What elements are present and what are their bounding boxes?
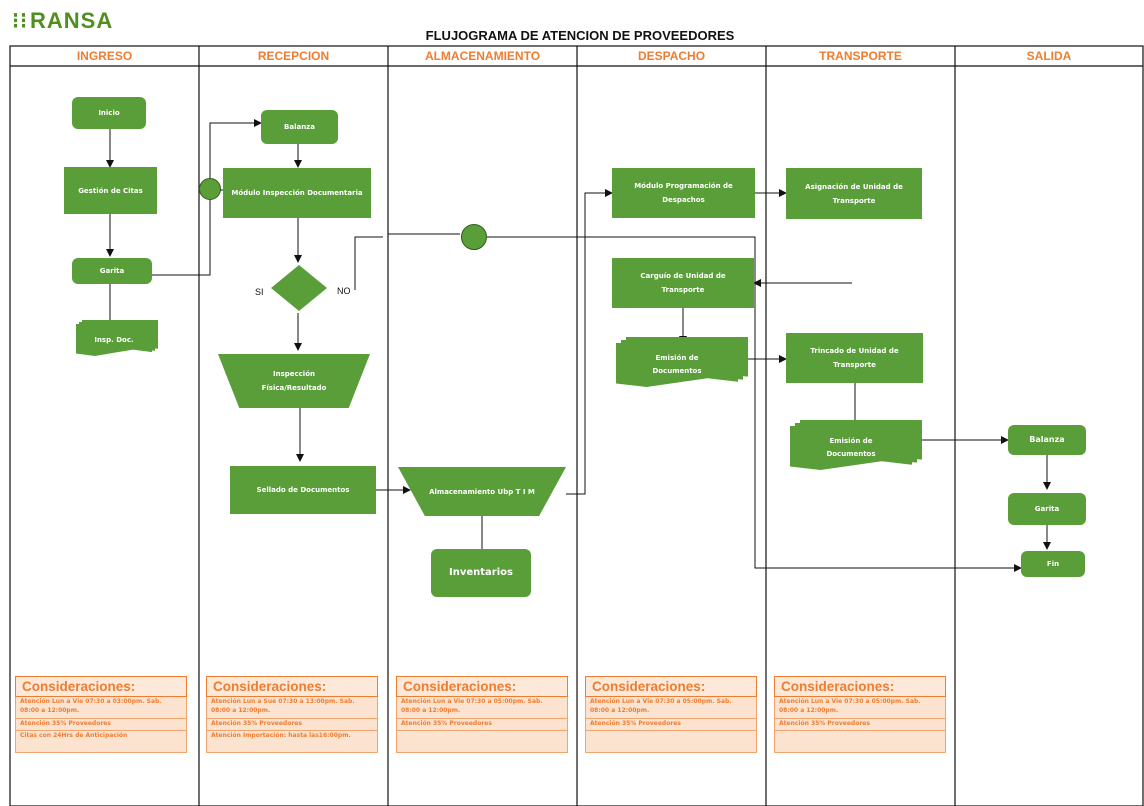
node-garita-ingreso: Garita <box>72 258 152 284</box>
lane-transporte: TRANSPORTE <box>819 49 902 63</box>
decision-yes-label: SI <box>255 287 264 297</box>
node-almacenamiento: Almacenamiento Ubp T I M <box>398 467 566 516</box>
node-garita-salida: Garita <box>1008 493 1086 525</box>
considerations-line: Atención Lun a Sue 07:30 a 13:00pm. Sab.… <box>206 697 378 719</box>
node-emision-despacho: Emisión de Documentos <box>616 337 750 387</box>
logo-mark-icon: ⁝⁝ <box>12 8 28 33</box>
node-modulo-programacion: Módulo Programación de Despachos <box>612 168 755 218</box>
line-decision-no <box>354 236 383 290</box>
considerations-despacho: Consideraciones: Atención Lun a Vie 07:3… <box>585 676 757 753</box>
considerations-title: Consideraciones: <box>585 676 757 697</box>
node-inicio: Inicio <box>72 97 146 129</box>
considerations-title: Consideraciones: <box>396 676 568 697</box>
considerations-title: Consideraciones: <box>206 676 378 697</box>
ransa-logo: ⁝⁝RANSA <box>12 8 113 34</box>
lane-salida: SALIDA <box>1026 49 1072 63</box>
connector-circle-recepcion <box>199 178 221 200</box>
page-title: FLUJOGRAMA DE ATENCION DE PROVEEDORES <box>425 28 735 43</box>
node-inspeccion-fisica: Inspección Física/Resultado <box>218 354 370 408</box>
lane-recepcion: RECEPCION <box>257 49 330 63</box>
considerations-line: Atención 35% Proveedores <box>774 719 946 731</box>
swimlane-frame <box>9 45 1144 806</box>
considerations-transporte: Consideraciones: Atención Lun a Vie 07:3… <box>774 676 946 753</box>
considerations-title: Consideraciones: <box>15 676 187 697</box>
considerations-line: Atención Lun a Vie 07:30 a 03:00pm. Sab.… <box>15 697 187 719</box>
considerations-line: Citas con 24Hrs de Anticipación <box>15 731 187 753</box>
node-sellado: Sellado de Documentos <box>230 466 376 514</box>
considerations-line: Atención Lun a Vie 07:30 a 05:00pm. Sab.… <box>774 697 946 719</box>
node-emision-transporte: Emisión de Documentos <box>790 420 924 470</box>
considerations-title: Consideraciones: <box>774 676 946 697</box>
emision-despacho-label: Emisión de Documentos <box>616 343 738 387</box>
considerations-empty-line <box>396 731 568 753</box>
node-fin: Fin <box>1021 551 1085 577</box>
node-inventarios: Inventarios <box>431 549 531 597</box>
node-asignacion: Asignación de Unidad de Transporte <box>786 168 922 219</box>
node-insp-doc: Insp. Doc. <box>76 320 160 356</box>
lane-almacenamiento: ALMACENAMIENTO <box>424 49 541 63</box>
insp-doc-label: Insp. Doc. <box>76 324 152 356</box>
considerations-ingreso: Consideraciones: Atención Lun a Vie 07:3… <box>15 676 187 753</box>
lane-despacho: DESPACHO <box>637 49 706 63</box>
arrow-circle-fin <box>487 236 1022 572</box>
considerations-line: Atención 35% Proveedores <box>15 719 187 731</box>
node-balanza-salida: Balanza <box>1008 425 1086 455</box>
considerations-almacenamiento: Consideraciones: Atención Lun a Vie 07:3… <box>396 676 568 753</box>
considerations-line: Atención 35% Proveedores <box>396 719 568 731</box>
node-gestion-citas: Gestión de Citas <box>64 167 157 214</box>
node-modulo-inspeccion: Módulo Inspección Documentaria <box>223 168 371 218</box>
node-trincado: Trincado de Unidad de Transporte <box>786 333 923 383</box>
connector-circle-almacen <box>461 224 487 250</box>
arrow-almacen-programacion <box>566 189 613 495</box>
emision-transporte-label: Emisión de Documentos <box>790 426 912 470</box>
considerations-line: Atención Lun a Vie 07:30 a 05:00pm. Sab.… <box>585 697 757 719</box>
logo-text: RANSA <box>30 8 114 33</box>
considerations-line: Atención 35% Proveedores <box>206 719 378 731</box>
considerations-line: Atención Lun a Vie 07:30 a 05:00pm. Sab.… <box>396 697 568 719</box>
node-balanza-recepcion: Balanza <box>261 110 338 144</box>
considerations-empty-line <box>585 731 757 753</box>
considerations-empty-line <box>774 731 946 753</box>
lane-ingreso: INGRESO <box>76 49 133 63</box>
considerations-recepcion: Consideraciones: Atención Lun a Sue 07:3… <box>206 676 378 753</box>
considerations-line: Atención Importación: hasta las16:00pm. <box>206 731 378 753</box>
considerations-line: Atención 35% Proveedores <box>585 719 757 731</box>
decision-no-label: NO <box>337 286 351 296</box>
node-carguio: Carguío de Unidad de Transporte <box>612 258 754 308</box>
